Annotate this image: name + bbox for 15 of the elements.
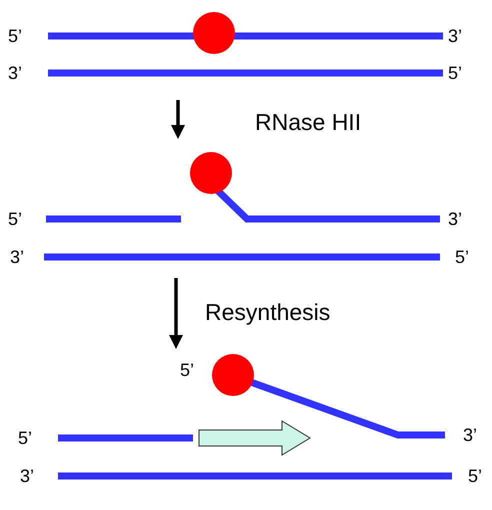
strand-end-label: 3’ — [8, 64, 22, 82]
strand-end-label: 5’ — [8, 210, 22, 228]
step-label: RNase HII — [255, 110, 362, 134]
strand-end-label: 5’ — [18, 429, 32, 447]
strand-end-label: 5’ — [8, 27, 22, 45]
step-label: Resynthesis — [205, 300, 330, 324]
strand-end-label: 5’ — [468, 467, 482, 485]
strand-end-label: 3’ — [10, 248, 24, 266]
strand-end-label: 3’ — [448, 210, 462, 228]
strand-end-label: 3’ — [463, 426, 478, 444]
strand-end-label: 3’ — [20, 467, 34, 485]
strand-end-label: 3’ — [448, 27, 462, 45]
strand-end-label: 5’ — [455, 248, 470, 266]
strand-end-label: 5’ — [448, 64, 462, 82]
strand-end-label: 5’ — [180, 361, 194, 379]
